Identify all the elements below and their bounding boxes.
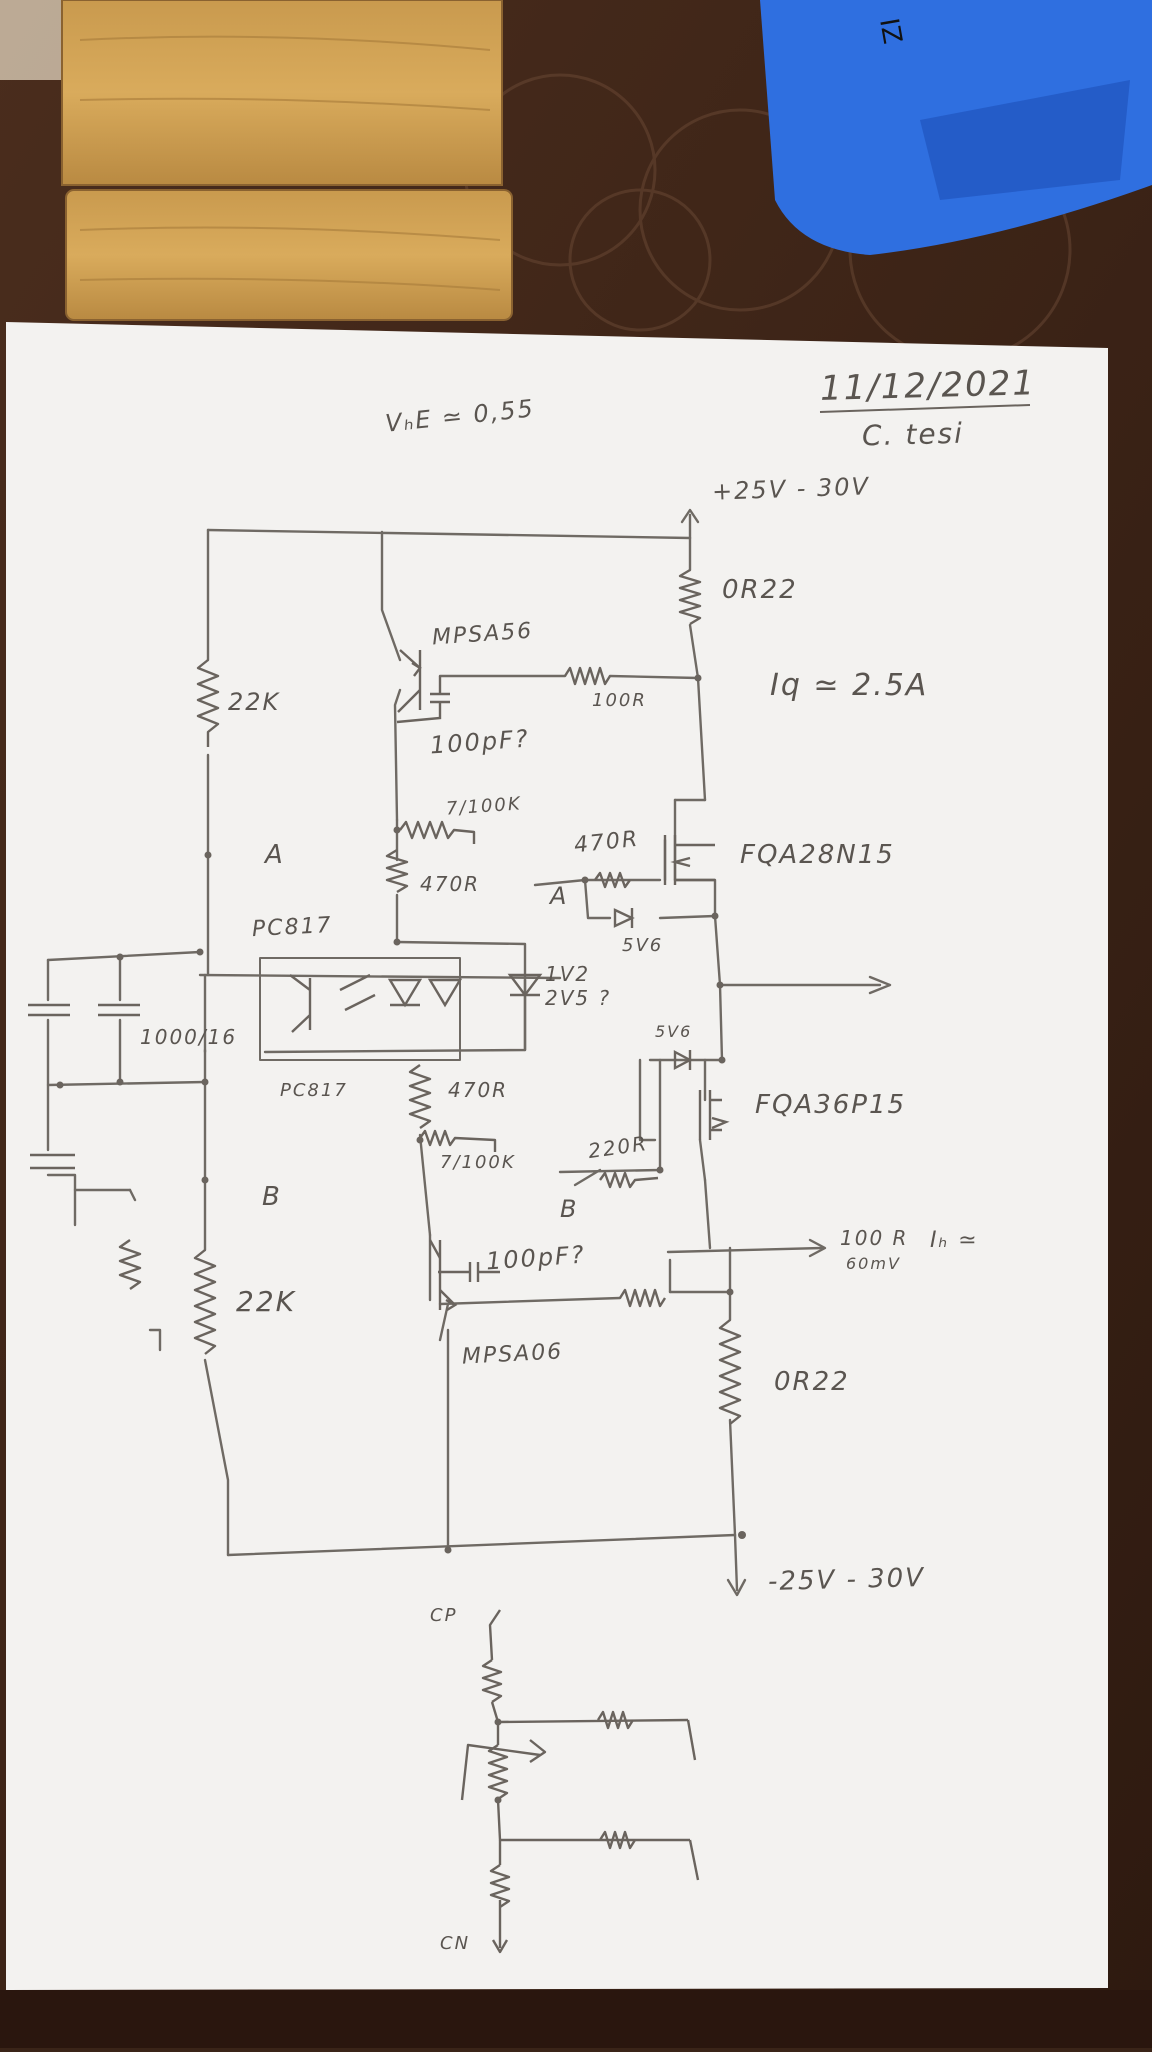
capacitors (28, 676, 500, 1282)
junction-dots (56, 674, 746, 1804)
node-a-gate: A (550, 882, 569, 910)
label-0r22-top: 0R22 (722, 575, 798, 605)
label-470r-top: 470R (420, 872, 481, 896)
label-1000-16: 1000/16 (140, 1025, 238, 1049)
label-fqa28n15: FQA28N15 (740, 840, 895, 870)
label-zener-bottom: 5V6 (655, 1022, 693, 1041)
paper-sheet (6, 322, 1108, 1990)
cn-label: CN (440, 1933, 471, 1954)
label-mpsa06: MPSA06 (461, 1339, 564, 1370)
ib-resistor: 100 R (840, 1226, 909, 1250)
label-pc817-top: PC817 (251, 912, 334, 943)
negative-supply-label: -25V - 30V (767, 1562, 926, 1598)
label-pc817-bottom: PC817 (280, 1080, 348, 1101)
bias-network (460, 1609, 700, 1954)
label-zener-top: 5V6 (622, 935, 664, 956)
date-underline (819, 404, 1031, 413)
wooden-stand (61, 0, 513, 321)
ib-mv: 60mV (846, 1254, 901, 1273)
label-0r22-bottom: 0R22 (774, 1367, 850, 1397)
svg-text:IZ: IZ (873, 16, 907, 46)
node-b-left: B (262, 1182, 282, 1212)
blue-container: IZ (760, 0, 1152, 255)
label-100r-top: 100R (592, 690, 647, 711)
author-label: C. tesi (861, 416, 965, 453)
cp-label: CP (430, 1605, 458, 1626)
label-470r-bottom: 470R (448, 1078, 509, 1102)
table-bottom (0, 1990, 1152, 2048)
label-22k-top: 22K (228, 688, 281, 716)
iq-note: Iq ≃ 2.5A (770, 668, 929, 703)
node-b-gate: B (560, 1195, 579, 1223)
lace-cloth (0, 0, 70, 80)
date-label: 11/12/2021 (819, 363, 1037, 409)
label-22k-bottom: 22K (236, 1285, 296, 1318)
label-zener-mid: 1V2 2V5 ? (545, 962, 612, 1010)
label-fqa36p15: FQA36P15 (755, 1090, 907, 1120)
label-trim-bottom: 7/100K (440, 1152, 516, 1173)
ib-note: Iₕ ≃ (930, 1228, 979, 1253)
positive-supply-label: +25V - 30V (711, 472, 871, 506)
semiconductors (289, 649, 730, 1312)
node-a-left: A (265, 840, 285, 870)
resistors (118, 568, 742, 1425)
